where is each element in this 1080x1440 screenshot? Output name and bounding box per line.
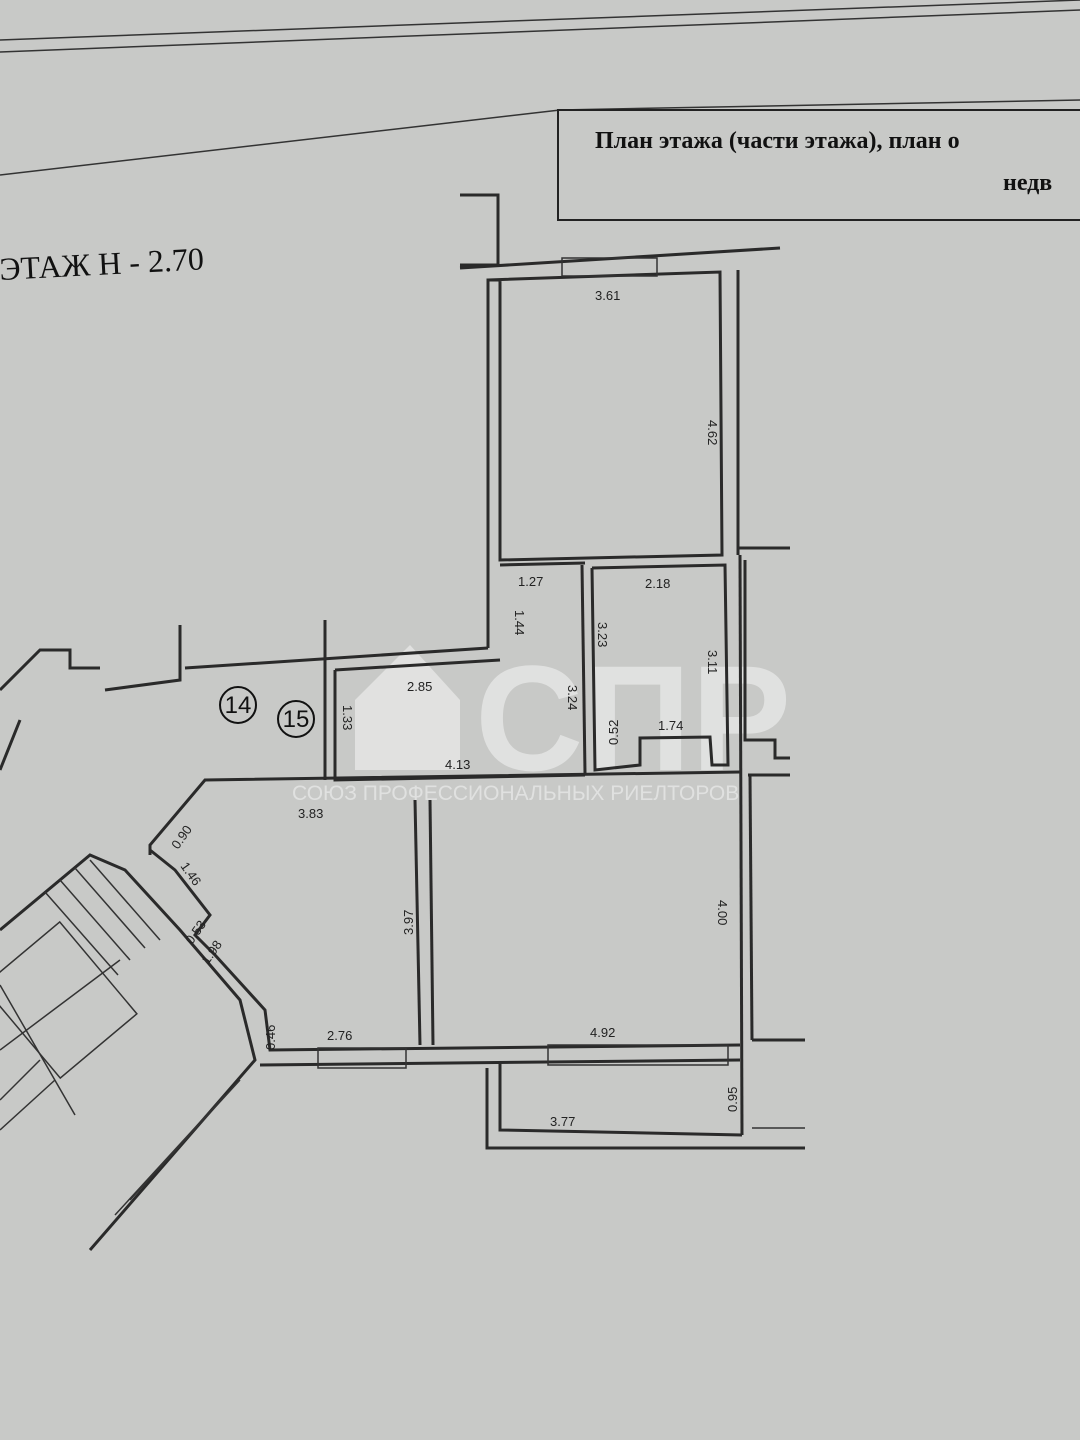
dim-label: 2.85 bbox=[407, 679, 432, 694]
dim-label: 0.52 bbox=[606, 720, 621, 745]
dim-label: 3.97 bbox=[401, 910, 416, 935]
dim-label: 0.95 bbox=[725, 1087, 740, 1112]
building-logo-icon bbox=[355, 645, 460, 770]
header-title-line2: недв bbox=[1003, 170, 1052, 196]
dim-label: 4.62 bbox=[705, 420, 720, 445]
svg-text:14: 14 bbox=[225, 692, 252, 719]
dim-label: 1.74 bbox=[658, 718, 683, 733]
dim-label: 3.61 bbox=[595, 288, 620, 303]
dim-label: 3.23 bbox=[595, 622, 610, 647]
room-marker-15: 15 bbox=[277, 700, 315, 738]
dim-label: 0.90 bbox=[168, 822, 195, 851]
watermark-caption: СОЮЗ ПРОФЕССИОНАЛЬНЫХ РИЕЛТОРОВ bbox=[292, 782, 739, 805]
page-border-lines bbox=[0, 0, 1080, 176]
dim-label: 0.46 bbox=[263, 1025, 278, 1050]
walls bbox=[0, 193, 805, 1251]
room-marker-14: 14 bbox=[219, 686, 257, 724]
dim-label: 1.46 bbox=[178, 859, 205, 888]
dim-label: 3.83 bbox=[298, 806, 323, 821]
dim-label: 1.44 bbox=[512, 610, 527, 635]
dim-label: 1.27 bbox=[518, 574, 543, 589]
dim-label: 2.18 bbox=[645, 576, 670, 591]
svg-text:15: 15 bbox=[283, 706, 310, 733]
dim-label: 4.92 bbox=[590, 1025, 615, 1040]
floor-label: ЭТАЖ Н - 2.70 bbox=[0, 240, 205, 287]
dim-label: 3.77 bbox=[550, 1114, 575, 1129]
header-title-line1: План этажа (части этажа), план о bbox=[595, 128, 960, 154]
dim-label: 4.00 bbox=[715, 900, 730, 925]
dim-label: 2.76 bbox=[327, 1028, 352, 1043]
header-box: План этажа (части этажа), план о недв bbox=[557, 109, 1080, 221]
dim-label: 1.33 bbox=[340, 705, 355, 730]
dim-label: 4.13 bbox=[445, 757, 470, 772]
dim-label: 3.11 bbox=[705, 650, 720, 674]
dim-label: 3.24 bbox=[565, 685, 580, 710]
